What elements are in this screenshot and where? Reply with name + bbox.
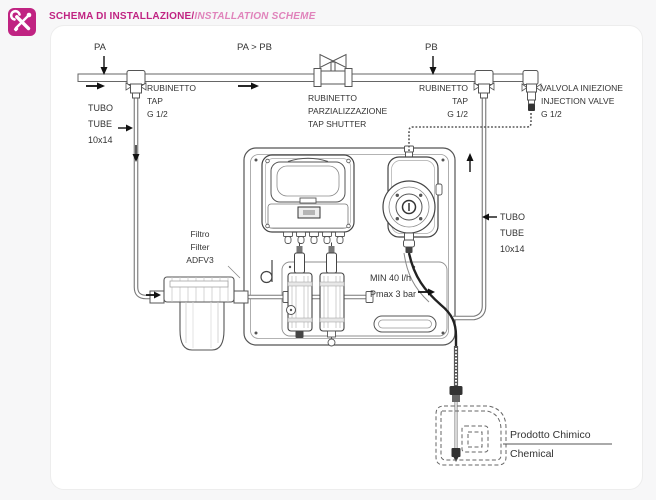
shutter-valve [313, 53, 353, 87]
label-pa-gt-pb: PA > PB [237, 42, 272, 53]
chemical-can [435, 405, 507, 466]
label-tap-right: RUBINETTO TAP G 1/2 [419, 83, 468, 119]
page-title-it: SCHEMA DI INSTALLAZIONE/ [49, 11, 195, 22]
water-filter [149, 265, 249, 351]
controller-unit [261, 154, 355, 244]
tap-valve-right [473, 70, 495, 99]
label-chemical-it: Prodotto Chimico [510, 429, 591, 441]
label-tube-left: TUBO TUBE 10x14 [88, 103, 114, 145]
label-pa: PA [94, 42, 106, 53]
main-pipe [77, 73, 536, 82]
label-tube-right: TUBO TUBE 10x14 [500, 212, 526, 254]
flow-arrows [86, 56, 497, 299]
label-flow-spec: MIN 40 l/h Pmax 3 bar [370, 273, 417, 299]
tools-icon [8, 8, 36, 36]
dosing-pump [382, 145, 443, 253]
injection-tube [408, 112, 532, 151]
label-chemical-en: Chemical [510, 448, 554, 460]
cable-glands [283, 231, 345, 244]
label-pb: PB [425, 42, 438, 53]
hook-symbol [260, 260, 273, 284]
tap-valve-left [125, 70, 147, 99]
page-title-en: INSTALLATION SCHEME [194, 11, 316, 22]
page-title: SCHEMA DI INSTALLAZIONE/INSTALLATION SCH… [49, 11, 316, 22]
label-filter: Filtro Filter ADFV3 [186, 229, 214, 265]
label-tap-left: RUBINETTO TAP G 1/2 [147, 83, 196, 119]
panel-handle [373, 315, 437, 333]
suction-lance [449, 386, 463, 462]
probe-holders [260, 242, 374, 347]
label-tap-shutter: RUBINETTO PARZIALIZZAZIONE TAP SHUTTER [308, 93, 388, 129]
supply-tube-left [133, 98, 285, 300]
suction-tube [403, 252, 459, 388]
return-tube-right [453, 96, 487, 321]
header: SCHEMA DI INSTALLAZIONE/INSTALLATION SCH… [0, 0, 656, 44]
label-injection-valve: VALVOLA INIEZIONE INJECTION VALVE G 1/2 [541, 83, 623, 119]
injection-valve [521, 70, 542, 111]
